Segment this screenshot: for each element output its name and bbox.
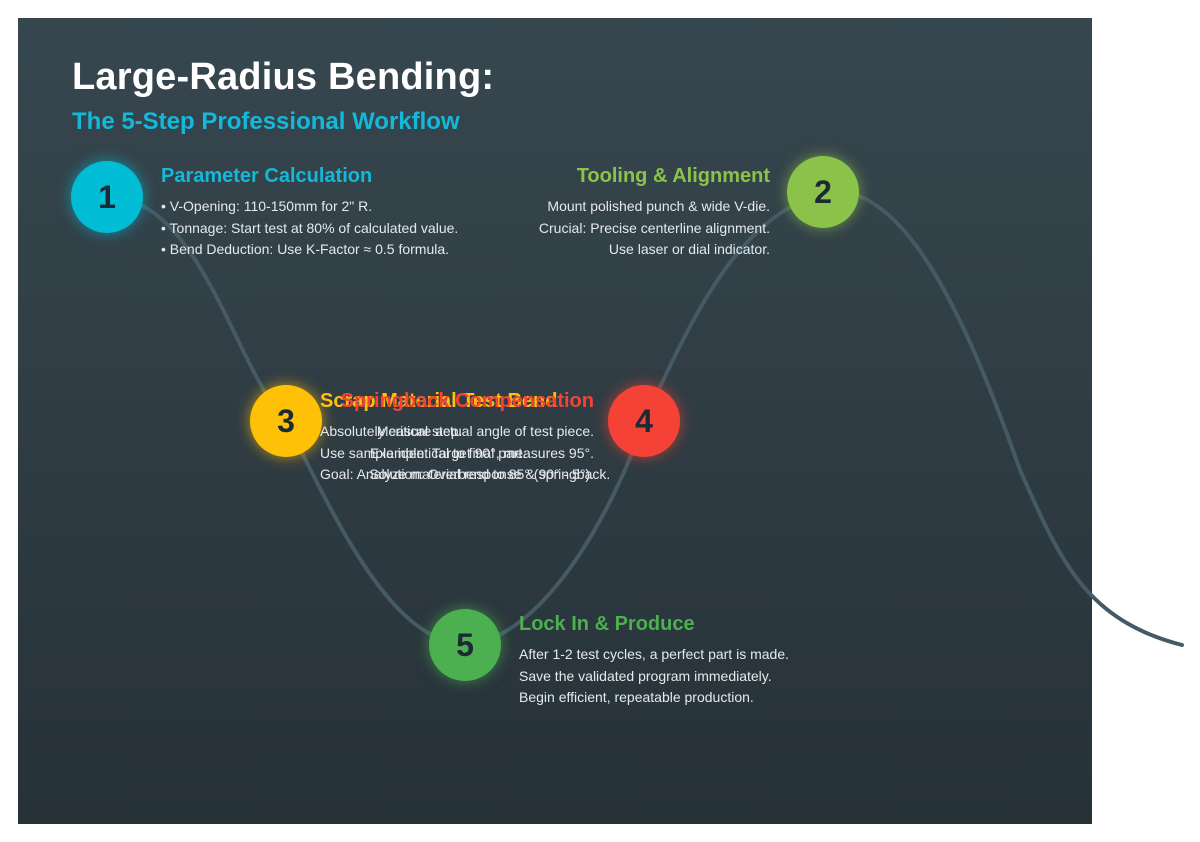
step-5-line-1: After 1-2 test cycles, a perfect part is… <box>519 646 789 662</box>
step-3-line-3: Goal: Analyze material response & spring… <box>320 466 611 482</box>
step-4-line-2: Example: Target 90°, measures 95°. <box>369 444 594 461</box>
step-3-text: Scrap Material Test Bend Absolutely crit… <box>320 389 610 486</box>
step-1-line-3: • Bend Deduction: Use K-Factor ≈ 0.5 for… <box>161 241 450 257</box>
step-1-line-2: • Tonnage: Start test at 80% of calculat… <box>161 219 459 236</box>
step-2-line-1: Mount polished punch & wide V-die. <box>547 198 770 214</box>
step-5-text: Lock In & Produce After 1-2 test cycles,… <box>519 612 789 709</box>
step-2-title: Tooling & Alignment <box>576 165 770 187</box>
step-4-title: Springback Compensation <box>340 390 594 412</box>
step-1-title: Parameter Calculation <box>161 165 373 187</box>
step-2-text: Tooling & Alignment Mount polished punch… <box>450 164 770 261</box>
step-4-line-3: Solution: Overbend to 85° (90° - 5°). <box>369 466 594 482</box>
step-2-line-3: Use laser or dial indicator. <box>608 241 770 257</box>
step-5-line-3: Begin efficient, repeatable production. <box>519 689 754 705</box>
step-2-line-2: Crucial: Precise centerline alignment. <box>538 219 770 236</box>
step-3-line-1: Absolutely critical step. <box>320 423 463 439</box>
step-5-line-2: Save the validated program immediately. <box>519 667 772 684</box>
step-2-badge: 2 <box>787 156 859 228</box>
step-4-text: Springback Compensation Measure actual a… <box>319 389 594 486</box>
step-4-line-1: Measure actual angle of test piece. <box>376 423 594 439</box>
step-5-title: Lock In & Produce <box>519 613 695 635</box>
step-5-badge: 5 <box>429 609 501 681</box>
step-1-line-1: • V-Opening: 110-150mm for 2" R. <box>161 198 373 214</box>
page-subtitle: The 5-Step Professional Workflow <box>72 108 460 135</box>
step-3-title: Scrap Material Test Bend <box>320 390 558 412</box>
step-1-badge: 1 <box>71 161 143 233</box>
step-1-text: Parameter Calculation • V-Opening: 110-1… <box>161 164 458 261</box>
step-4-badge: 4 <box>608 385 680 457</box>
step-3-badge: 3 <box>250 385 322 457</box>
page-title: Large-Radius Bending: <box>72 56 495 98</box>
step-3-line-2: Use sample identical to final part. <box>320 444 527 461</box>
